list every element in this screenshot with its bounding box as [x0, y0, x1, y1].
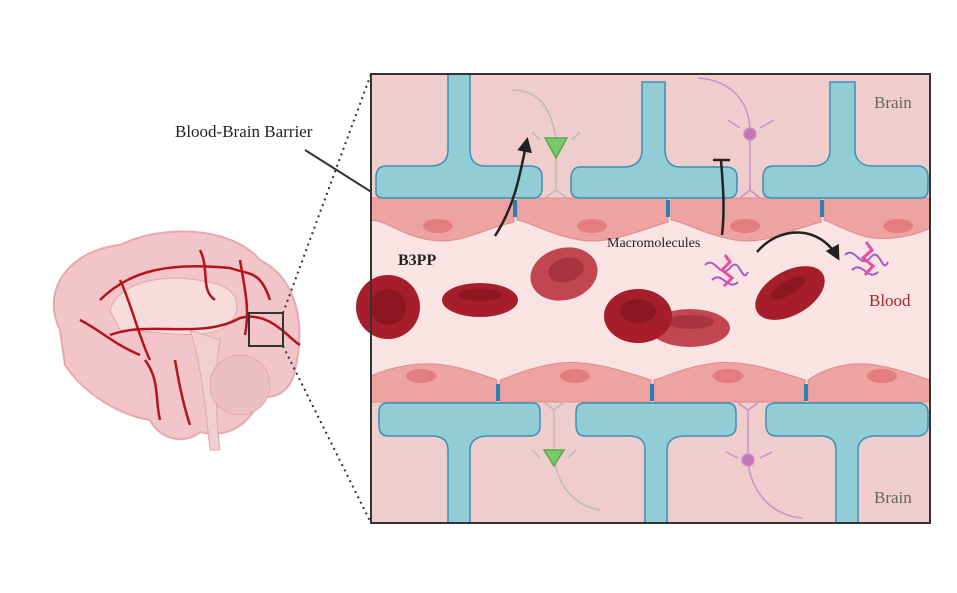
- endothelial-nuclei-bottom: [406, 369, 897, 383]
- macromolecules-label: Macromolecules: [607, 236, 701, 251]
- macromolecule-icon: [844, 241, 889, 276]
- brain-label-bottom: Brain: [874, 488, 912, 507]
- macromolecule-blocked-arrow: [713, 158, 730, 236]
- rbc: [604, 289, 672, 343]
- zoom-panel: [356, 73, 931, 524]
- rbc: [442, 283, 518, 317]
- rbc: [755, 266, 825, 320]
- macromolecule-return-arrow: [756, 231, 840, 261]
- rbc: [530, 247, 598, 301]
- neuron-green-bottom: [531, 402, 601, 511]
- endothelial-nuclei-top: [423, 219, 913, 233]
- astrocyte-endfeet: [375, 73, 929, 524]
- macromolecule-icon: [704, 254, 749, 288]
- neuron-purple-bottom: [725, 402, 803, 519]
- zoom-region-box: [248, 312, 284, 347]
- neuron-green-top: [511, 89, 581, 199]
- tight-junctions: [496, 200, 824, 401]
- red-blood-cells: [356, 247, 825, 347]
- rbc: [356, 275, 420, 339]
- brain-illustration: [52, 230, 301, 451]
- blood-label: Blood: [869, 291, 911, 310]
- b3pp-label: B3PP: [398, 252, 437, 269]
- zoom-line-top: [282, 73, 372, 314]
- b3pp-crossing-arrow: [493, 137, 533, 237]
- blood-vessels: [79, 249, 301, 426]
- brain-label-top: Brain: [874, 93, 912, 112]
- bbb-label: Blood-Brain Barrier: [175, 122, 313, 141]
- zoom-panel-border: [370, 73, 931, 524]
- neuron-purple-top: [697, 77, 775, 199]
- zoom-line-bottom: [282, 345, 372, 524]
